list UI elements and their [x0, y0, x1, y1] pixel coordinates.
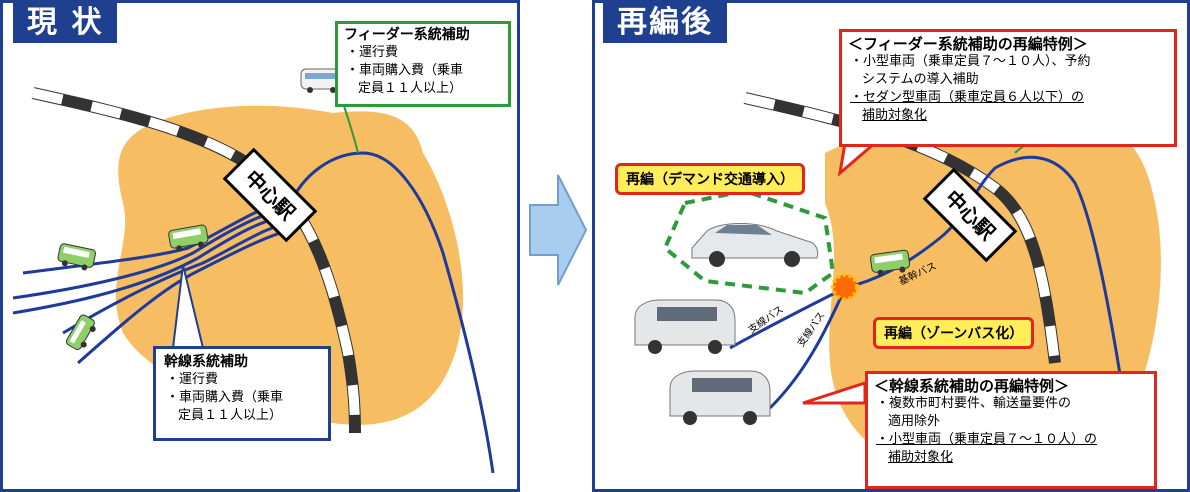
trunk-special-box: ＜幹線系統補助の再編特例＞ ・複数市町村要件、輸送量要件の 適用除外 ・小型車両… — [865, 371, 1157, 489]
trunk-special-item: 適用除外 — [888, 414, 941, 429]
feeder-special-item: 補助対象化 — [862, 108, 928, 123]
current-state-panel: 現 状 中心駅 フィーダー系統補助 ・運行費 ・車両購入費（乗車 定員１１人以上… — [0, 0, 520, 492]
sedan-icon — [691, 223, 819, 267]
trunk-special-item: ・複数市町村要件、輸送量要件の — [876, 396, 1072, 411]
arrow-right-icon — [529, 174, 588, 286]
feeder-item: ・車両購入費（乗車 — [346, 63, 464, 78]
bus-icon — [168, 224, 209, 252]
trunk-item: ・運行費 — [166, 372, 219, 387]
trunk-item: 定員１１人以上） — [178, 408, 283, 423]
trunk-item: ・車両購入費（乗車 — [166, 390, 284, 405]
feeder-item: ・運行費 — [346, 45, 399, 60]
feeder-special-title: ＜フィーダー系統補助の再編特例＞ — [848, 35, 1088, 53]
van-icon — [634, 299, 736, 354]
feeder-special-item: システムの導入補助 — [862, 72, 979, 87]
trunk-special-item: 補助対象化 — [888, 450, 954, 465]
zone-bus-tag: 再編（ゾーンバス化） — [873, 317, 1035, 349]
feeder-special-box: ＜フィーダー系統補助の再編特例＞ ・小型車両（乗車定員７～１０人）、予約 システ… — [839, 29, 1177, 147]
demand-transport-tag: 再編（デマンド交通導入） — [615, 163, 805, 195]
panel-title: 現 状 — [13, 3, 118, 43]
railway-dash — [743, 93, 1060, 364]
bus-icon — [870, 249, 911, 276]
hub-marker — [831, 273, 859, 301]
feeder-special-item: ・セダン型車両（乗車定員６人以下）の — [850, 90, 1085, 105]
microbus-icon — [300, 68, 342, 93]
after-reorganization-panel: 再編後 中心駅 ＜フィーダー系統補助の再編特例＞ ・小型車両（乗車定員７～１０人… — [592, 0, 1190, 492]
trunk-special-title: ＜幹線系統補助の再編特例＞ — [874, 377, 1070, 395]
bus-icon — [65, 314, 96, 351]
trunk-routes — [12, 151, 495, 474]
van-icon — [669, 370, 771, 425]
trunk-subsidy-title: 幹線系統補助 — [164, 354, 248, 370]
feeder-subsidy-title: フィーダー系統補助 — [344, 27, 470, 43]
feeder-item: 定員１１人以上） — [358, 81, 463, 96]
bus-icon — [57, 243, 96, 271]
panel-title: 再編後 — [603, 3, 727, 43]
feeder-special-item: ・小型車両（乗車定員７～１０人）、予約 — [850, 54, 1091, 69]
demand-zone — [662, 188, 836, 296]
trunk-subsidy-box: 幹線系統補助 ・運行費 ・車両購入費（乗車 定員１１人以上） — [153, 346, 331, 441]
trunk-special-item: ・小型車両（乗車定員７～１０人）の — [876, 432, 1098, 447]
feeder-subsidy-box: フィーダー系統補助 ・運行費 ・車両購入費（乗車 定員１１人以上） — [335, 21, 511, 107]
